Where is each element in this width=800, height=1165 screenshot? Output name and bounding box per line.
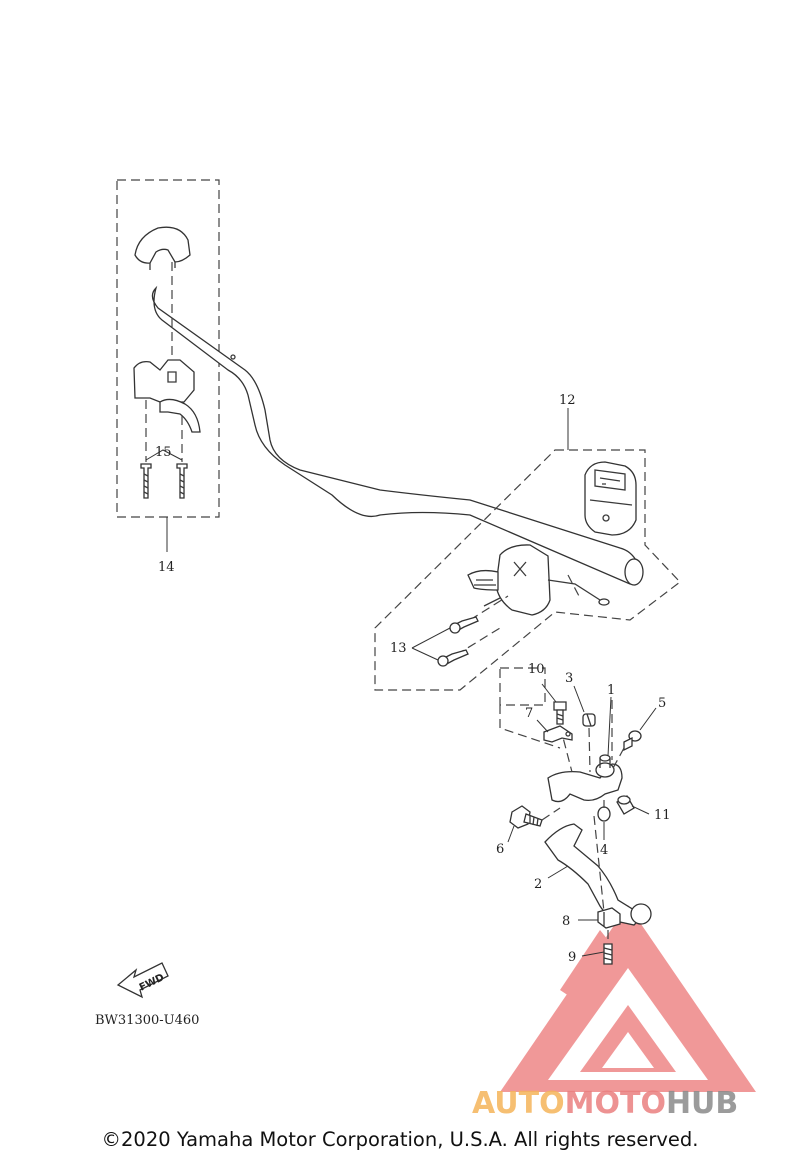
diagram-code: BW31300-U460 [95,1013,199,1028]
fwd-arrow-icon: FWD [116,962,169,999]
adjuster-8 [597,907,621,929]
switch-housing-lower [467,544,551,616]
kit-box-lever [499,667,561,749]
watermark-logo [500,905,756,1092]
callout-5: 5 [658,696,666,711]
watermark-auto: AUTO [472,1086,565,1121]
switch-housing-upper [584,461,637,536]
callout-12: 12 [559,393,576,408]
callout-10: 10 [528,662,545,677]
collar-11 [616,795,635,815]
bolt-pair-15 [140,400,188,499]
callout-8: 8 [562,914,570,929]
handlebar-holder-lower [133,262,201,433]
nut-4 [597,800,611,822]
clip-7 [543,725,573,743]
screw-5 [611,730,642,771]
callout-13: 13 [390,641,407,656]
watermark-text: AUTOMOTOHUB [472,1086,738,1121]
callout-7: 7 [525,706,533,721]
bolt-6 [509,805,561,829]
handlebar-holder-upper [134,226,191,270]
screw-3 [582,713,596,773]
lever-holder [547,700,623,803]
switch-wire [547,574,610,606]
screw-9 [603,930,613,965]
callout-15: 15 [155,445,172,460]
callout-2: 2 [534,877,542,892]
leader-lines [507,683,657,957]
watermark-hub: HUB [666,1086,738,1121]
callout-11: 11 [654,808,671,823]
callout-6: 6 [496,842,504,857]
watermark-moto: MOTO [565,1086,666,1121]
copyright-notice: ©2020 Yamaha Motor Corporation, U.S.A. A… [101,1128,699,1151]
kit-box-14 [116,179,220,518]
handlebar [151,285,644,586]
callout-3: 3 [565,671,573,686]
clutch-lever [544,815,652,926]
screw-pair-13 [411,595,509,667]
callout-4: 4 [600,843,608,858]
callout-9: 9 [568,950,576,965]
callout-1: 1 [607,683,615,698]
callout-14: 14 [158,560,175,575]
kit-box-13 [374,449,681,691]
